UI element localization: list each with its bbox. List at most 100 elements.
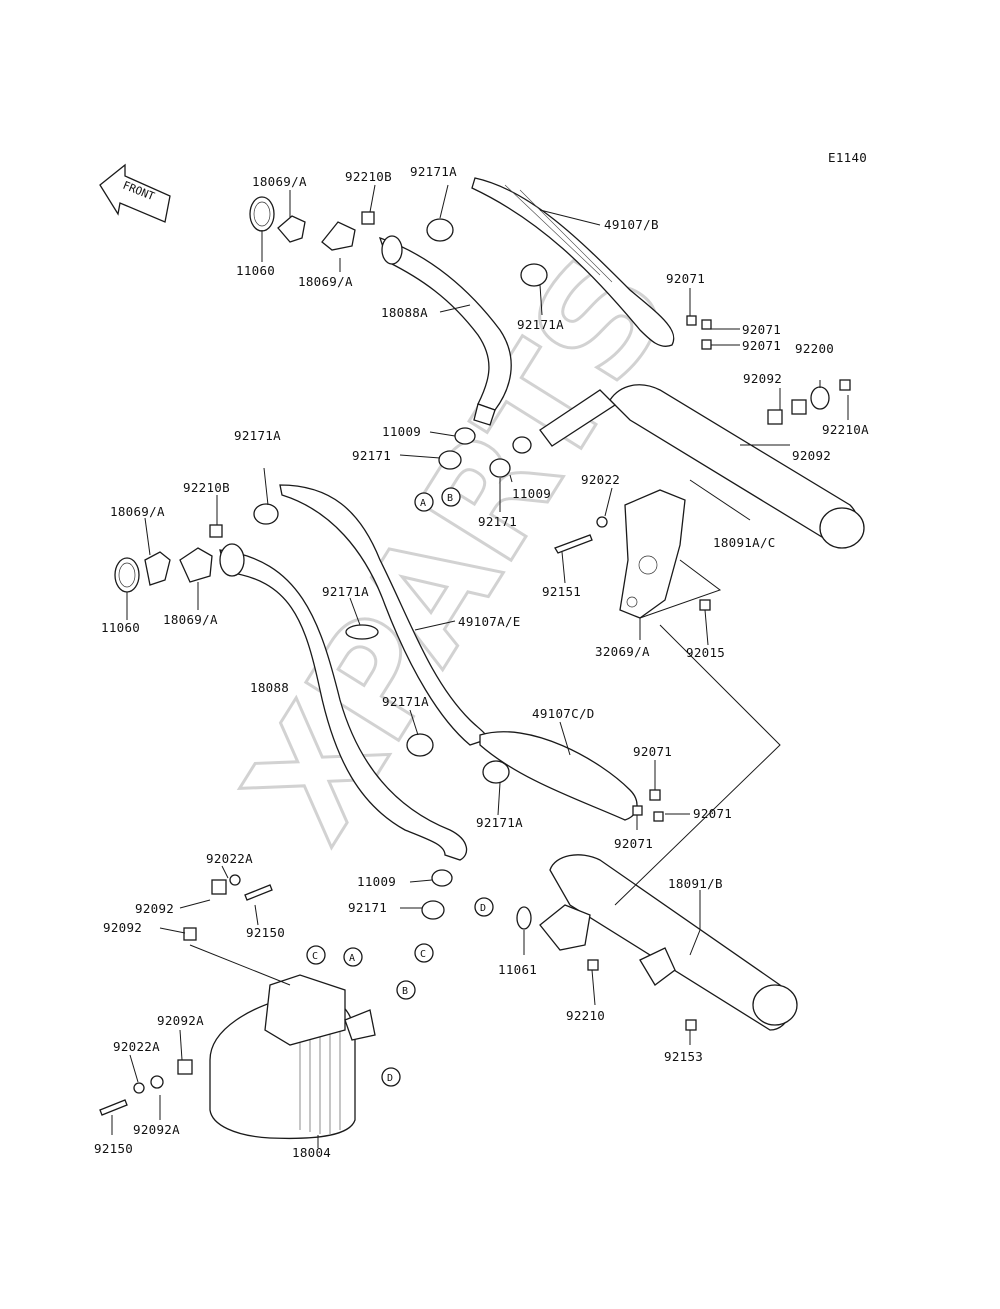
connector-d-lower-label: D	[387, 1073, 393, 1084]
connector-d-upper-label: D	[480, 903, 486, 914]
part-label: 49107A/E	[458, 614, 521, 629]
clip-92071-a	[686, 315, 697, 326]
connector-d-lower	[381, 1067, 401, 1087]
nut-92210a	[839, 379, 851, 391]
gasket-11009-a	[454, 427, 476, 445]
part-label: 92150	[94, 1141, 133, 1156]
connector-a-lower	[343, 947, 363, 967]
nut-92092a	[177, 1059, 193, 1075]
holder-18069a-top-b	[321, 221, 356, 251]
part-label: 92151	[542, 584, 581, 599]
part-label: 92171A	[517, 317, 564, 332]
nut-92153	[685, 1019, 697, 1031]
part-label: 92171A	[322, 584, 369, 599]
part-label: 92022	[581, 472, 620, 487]
part-label: 92171A	[476, 815, 523, 830]
part-label: 92092A	[157, 1013, 204, 1028]
part-label: 11009	[512, 486, 551, 501]
part-label: 92071	[742, 338, 781, 353]
connector-c-lower-label: C	[312, 951, 318, 962]
part-label: 11009	[382, 424, 421, 439]
part-label: 18088A	[381, 305, 428, 320]
pipe-18088a-flange	[381, 235, 403, 265]
part-label: 92150	[246, 925, 285, 940]
nut-92015	[699, 599, 711, 611]
clip-92071-b	[701, 319, 712, 330]
connector-a-upper-label: A	[420, 498, 426, 509]
bolt-92150-top	[244, 884, 273, 901]
part-label: 18091/B	[668, 876, 723, 891]
part-label: 92200	[795, 341, 834, 356]
part-label: 92071	[742, 322, 781, 337]
bolt-92151	[554, 534, 593, 554]
part-label: 11061	[498, 962, 537, 977]
part-label: 18091A/C	[713, 535, 776, 550]
clamp-92171a-lower	[406, 733, 434, 757]
connector-b-upper	[441, 487, 461, 507]
clamp-92171a-cover	[345, 624, 379, 640]
upper-exhaust-assembly	[249, 177, 865, 619]
part-label: 92092	[103, 920, 142, 935]
part-label: 92171A	[382, 694, 429, 709]
ring-92200	[810, 386, 830, 410]
part-label: 18069/A	[110, 504, 165, 519]
muffler-18091b-bracket	[639, 947, 676, 986]
part-label: 92171A	[234, 428, 281, 443]
main-muffler-outlet	[344, 1009, 376, 1041]
clamp-92171-c	[421, 900, 445, 920]
part-label: 11060	[236, 263, 275, 278]
connector-c-upper	[414, 943, 434, 963]
clamp-92171a-bottom	[253, 503, 279, 525]
nut-92092-top-b	[791, 399, 807, 415]
leader-lines	[111, 184, 849, 1148]
part-label: 92210A	[822, 422, 869, 437]
clamp-92171-a	[438, 450, 462, 470]
connector-d-upper	[474, 897, 494, 917]
part-label: 18088	[250, 680, 289, 695]
figure-code: E1140	[828, 150, 867, 165]
pipe-18088-flange	[219, 543, 245, 577]
part-label: 92071	[666, 271, 705, 286]
part-label: 18069/A	[252, 174, 307, 189]
part-label: 49107C/D	[532, 706, 595, 721]
part-label: 92210B	[183, 480, 230, 495]
part-label: 11009	[357, 874, 396, 889]
part-label: 49107/B	[604, 217, 659, 232]
part-label: 92071	[693, 806, 732, 821]
part-label: 92015	[686, 645, 725, 660]
part-label: 92022A	[206, 851, 253, 866]
bracket-32069a	[619, 489, 686, 619]
part-label: 92171A	[410, 164, 457, 179]
nut-92092-top	[767, 409, 783, 425]
connector-a-lower-label: A	[349, 953, 355, 964]
part-label: 92092	[135, 901, 174, 916]
part-label: 18069/A	[298, 274, 353, 289]
part-label: 18069/A	[163, 612, 218, 627]
part-label: 92171	[478, 514, 517, 529]
part-label: 92092	[792, 448, 831, 463]
nut-92210-lower	[587, 959, 599, 971]
part-label: 92071	[614, 836, 653, 851]
part-label: 11060	[101, 620, 140, 635]
washer-92022	[596, 516, 608, 528]
connector-markers: A B A B C C D D	[306, 487, 494, 1087]
part-label: 92022A	[113, 1039, 160, 1054]
part-label: 92071	[633, 744, 672, 759]
lower-exhaust-assembly	[99, 484, 798, 1140]
main-muffler-top	[264, 974, 346, 1046]
part-label: 92092A	[133, 1122, 180, 1137]
connector-c-upper-label: C	[420, 949, 426, 960]
nut-92210b-top	[361, 211, 375, 225]
muffler-18091ac-inlet	[539, 389, 617, 447]
gasket-11009-c	[431, 869, 453, 887]
muffler-18091ac-end	[819, 507, 865, 549]
part-label: 32069/A	[595, 644, 650, 659]
clamp-92171a-mid	[520, 263, 548, 287]
clamp-92171a-top	[426, 218, 454, 242]
clip-92071-c	[701, 339, 712, 350]
nut-92210b-bottom	[209, 524, 223, 538]
heat-cover-49107b	[471, 177, 675, 347]
pipe-18088a	[378, 236, 512, 411]
part-label: 92210B	[345, 169, 392, 184]
